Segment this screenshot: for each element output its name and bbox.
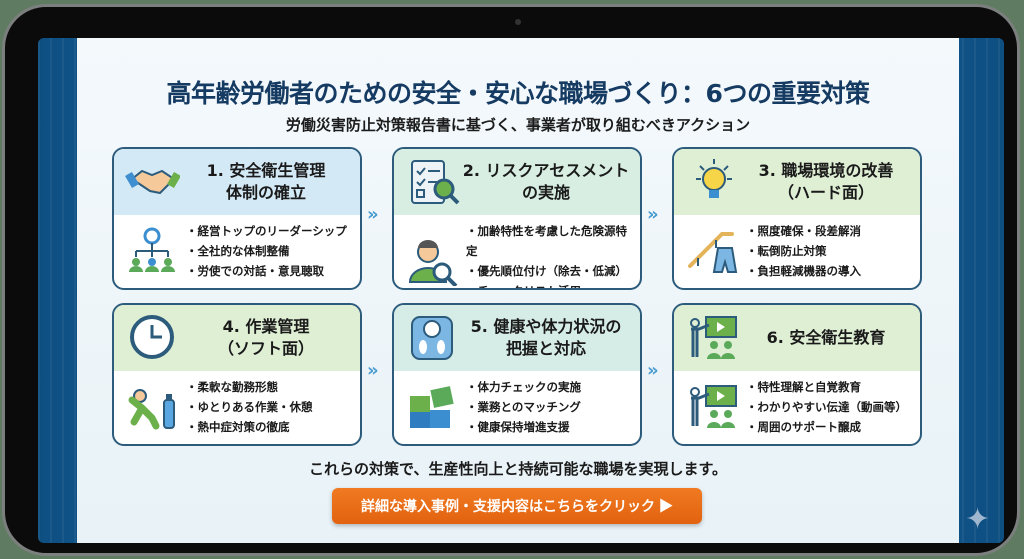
card-item: 全社的な体制整備 (186, 241, 347, 261)
card-title-line2: 把握と対応 (505, 339, 586, 358)
measure-card-3: 3. 職場環境の改善 （ハード面） 照度確保・段差解消転倒防止対策負担軽減機器の導… (672, 147, 922, 290)
card-title: 3. 職場環境の改善 （ハード面） (740, 160, 920, 204)
card-item: 熱中症対策の徹底 (186, 417, 313, 437)
card-item: 加齢特性を考慮した危険源特定 (466, 221, 632, 261)
chevron-right-icon: » (367, 360, 379, 381)
chevron-right-icon: » (647, 360, 659, 381)
card-body: 体力チェックの実施業務とのマッチング健康保持増進支援 (394, 371, 640, 437)
card-item: 労使での対話・意見聴取 (186, 261, 347, 281)
checklist-icon (411, 160, 460, 205)
card-title-line1: 4. 作業管理 (222, 317, 310, 336)
card-header: 6. 安全衛生教育 (674, 305, 920, 371)
card-item: 業務とのマッチング (466, 397, 581, 417)
details-cta-button[interactable]: 詳細な導入事例・支援内容はこちらをクリック ▶ (332, 488, 702, 524)
card-title-line1: 3. 職場環境の改善 (758, 161, 894, 180)
card-body: 経営トップのリーダーシップ全社的な体制整備労使での対話・意見聴取 (114, 215, 360, 281)
card-item: 転倒防止対策 (746, 241, 861, 261)
card-item: 照度確保・段差解消 (746, 221, 862, 241)
card-title: 2. リスクアセスメントの実施 (460, 160, 640, 204)
card-title: 1. 安全衛生管理体制の確立 (180, 160, 360, 204)
closing-message: これらの対策で、生産性向上と持続可能な職場を実現します。 (309, 460, 727, 478)
card-title: 5. 健康や体力状況の把握と対応 (460, 316, 640, 360)
card-title-line2: （ソフト面） (217, 339, 314, 358)
card-body: 加齢特性を考慮した危険源特定優先順位付け（除去・低減）チェックリスト活用 (394, 215, 640, 288)
card-title-line2: （ハード面） (777, 183, 874, 202)
camera (515, 19, 521, 25)
card-body: 照度確保・段差解消転倒防止対策負担軽減機器の導入 (674, 215, 920, 281)
measure-card-4: 4. 作業管理 （ソフト面） 柔軟な勤務形態ゆとりある作業・休憩熱中症対策の徹底 (112, 303, 362, 446)
presentation-icon (690, 316, 737, 359)
card-header: 5. 健康や体力状況の把握と対応 (394, 305, 640, 371)
handrail-icon (688, 232, 738, 273)
tablet-frame: 高年齢労働者のための安全・安心な職場づくり：6つの重要対策 労働災害防止対策報告… (2, 4, 1020, 556)
card-title-line1: 6. 安全衛生教育 (766, 328, 886, 347)
card-header: 4. 作業管理 （ソフト面） (114, 305, 360, 371)
card-item-list: 経営トップのリーダーシップ全社的な体制整備労使での対話・意見聴取 (186, 221, 347, 281)
lightbulb-icon (696, 159, 732, 198)
card-header: 1. 安全衛生管理体制の確立 (114, 149, 360, 215)
page-subtitle: 労働災害防止対策報告書に基づく、事業者が取り組むべきアクション (285, 116, 751, 134)
card-item-list: 体力チェックの実施業務とのマッチング健康保持増進支援 (466, 377, 582, 437)
org-chart-icon (129, 227, 175, 272)
infographic-panel: 高年齢労働者のための安全・安心な職場づくり：6つの重要対策 労働災害防止対策報告… (77, 38, 959, 543)
screen: 高年齢労働者のための安全・安心な職場づくり：6つの重要対策 労働災害防止対策報告… (38, 38, 1004, 543)
card-item: わかりやすい伝達（動画等） (746, 397, 908, 417)
card-body: 柔軟な勤務形態ゆとりある作業・休憩熱中症対策の徹底 (114, 371, 360, 437)
card-item: 経営トップのリーダーシップ (186, 221, 347, 241)
card-title-line1: 5. 健康や体力状況の (470, 317, 622, 336)
card-item: 周囲のサポート醸成 (746, 417, 907, 437)
scale-icon (411, 316, 453, 360)
measure-card-6: 6. 安全衛生教育 特性理解と自覚教育わかりやすい伝達（動画等）周囲のサポート醸… (672, 303, 922, 446)
teacher-icon (690, 385, 737, 428)
card-item-list: 加齢特性を考慮した危険源特定優先順位付け（除去・低減）チェックリスト活用 (466, 221, 632, 288)
card-title-line2: の実施 (521, 183, 570, 202)
card-item-list: 特性理解と自覚教育わかりやすい伝達（動画等）周囲のサポート醸成 (746, 377, 908, 437)
person-search-icon (408, 240, 458, 286)
card-item: 健康保持増進支援 (466, 417, 581, 437)
card-item-list: 照度確保・段差解消転倒防止対策負担軽減機器の導入 (746, 221, 862, 281)
card-title: 6. 安全衛生教育 (740, 327, 920, 349)
sparkle-icon: ✦ (965, 502, 991, 537)
card-item: 柔軟な勤務形態 (186, 377, 313, 397)
card-title-line1: 1. 安全衛生管理 (206, 161, 326, 180)
card-title-line1: 2. リスクアセスメント (462, 161, 630, 180)
card-item-list: 柔軟な勤務形態ゆとりある作業・休憩熱中症対策の徹底 (186, 377, 313, 437)
card-item: 優先順位付け（除去・低減） (466, 261, 632, 281)
card-body: 特性理解と自覚教育わかりやすい伝達（動画等）周囲のサポート醸成 (674, 371, 920, 437)
card-item: 負担軽減機器の導入 (746, 261, 862, 281)
clock-icon (130, 315, 174, 359)
chevron-right-icon: » (367, 204, 379, 225)
card-item: ゆとりある作業・休憩 (186, 397, 313, 417)
card-item: 特性理解と自覚教育 (746, 377, 907, 397)
card-header: 3. 職場環境の改善 （ハード面） (674, 149, 920, 215)
card-title-line2: 体制の確立 (225, 183, 306, 202)
card-item: 体力チェックの実施 (466, 377, 582, 397)
puzzle-icon (410, 386, 454, 428)
card-title: 4. 作業管理 （ソフト面） (180, 316, 360, 360)
chevron-right-icon: » (647, 204, 659, 225)
handshake-icon (125, 169, 180, 195)
card-header: 2. リスクアセスメントの実施 (394, 149, 640, 215)
card-item: チェックリスト活用 (466, 281, 632, 288)
rest-icon (128, 389, 175, 430)
page-title: 高年齢労働者のための安全・安心な職場づくり：6つの重要対策 (166, 79, 870, 108)
